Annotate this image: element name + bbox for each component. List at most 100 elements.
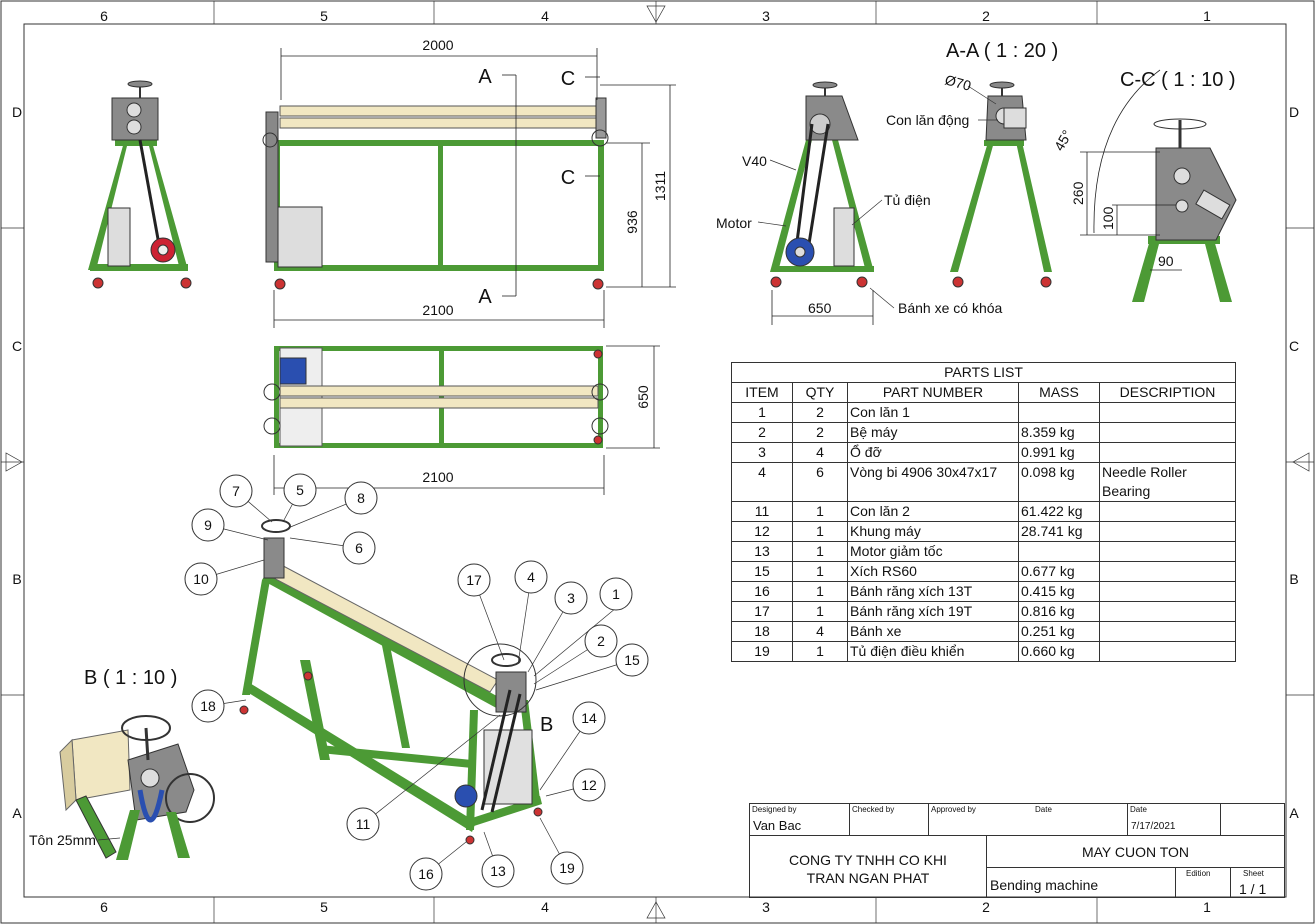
cell-qty: 1 — [792, 581, 848, 602]
balloon-7: 7 — [219, 474, 253, 508]
header-item: ITEM — [731, 382, 793, 403]
dim-650-top: 650 — [635, 385, 651, 409]
dim-2000: 2000 — [422, 37, 453, 53]
detail-b-title: B ( 1 : 10 ) — [84, 667, 177, 689]
cell-description — [1099, 442, 1236, 463]
front-view — [262, 48, 676, 328]
zone-col-6: 6 — [100, 8, 108, 24]
cell-mass — [1018, 541, 1100, 562]
svg-text:4: 4 — [527, 569, 535, 585]
balloon-18: 18 — [191, 689, 225, 723]
svg-text:11: 11 — [356, 816, 371, 832]
cell-part-number: Bệ máy — [847, 422, 1019, 443]
company-line-2: TRAN NGAN PHAT — [806, 870, 930, 886]
company-line-1: CONG TY TNHH CO KHI — [789, 852, 947, 868]
cell-part-number: Khung máy — [847, 521, 1019, 542]
drawing-frame — [23, 23, 1287, 898]
company-cell: CONG TY TNHH CO KHI TRAN NGAN PHAT — [749, 835, 987, 898]
zone-col-4: 4 — [541, 8, 549, 24]
cell-description — [1099, 422, 1236, 443]
cell-qty: 1 — [792, 501, 848, 522]
header-qty: QTY — [792, 382, 848, 403]
cell-mass: 0.991 kg — [1018, 442, 1100, 463]
drawing-title: MAY CUON TON — [1081, 844, 1190, 860]
zone-row-c: C — [12, 338, 22, 354]
label-motor: Motor — [716, 215, 752, 231]
zone-col-5: 5 — [320, 8, 328, 24]
cell-mass: 0.816 kg — [1018, 601, 1100, 622]
cell-item: 4 — [731, 462, 793, 502]
right-side-view — [757, 81, 895, 325]
balloon-9: 9 — [191, 508, 225, 542]
cell-item: 19 — [731, 641, 793, 662]
cell-description: Needle Roller Bearing — [1099, 462, 1236, 502]
date-cell: Date 7/17/2021 — [1127, 803, 1221, 836]
balloon-4: 4 — [514, 560, 548, 594]
cell-item: 2 — [731, 422, 793, 443]
section-marker-c-bottom: C — [561, 167, 575, 189]
balloon-12: 12 — [572, 768, 606, 802]
cell-part-number: Xích RS60 — [847, 561, 1019, 582]
cell-description — [1099, 601, 1236, 622]
approved-by-cell: Approved by Date — [928, 803, 1128, 836]
dim-260: 260 — [1070, 181, 1086, 205]
zone-row-a: A — [12, 805, 22, 821]
checked-by-cell: Checked by — [849, 803, 929, 836]
edition-label: Edition — [1186, 869, 1211, 878]
zone-col-6-bottom: 6 — [100, 899, 108, 915]
label-con-lan-dong: Con lăn động — [886, 112, 969, 128]
cell-qty: 1 — [792, 641, 848, 662]
svg-text:1: 1 — [612, 586, 620, 602]
balloon-3: 3 — [554, 581, 588, 615]
blank-cell — [1220, 803, 1285, 836]
dim-diameter-70: Ø70 — [943, 71, 973, 93]
cell-qty: 1 — [792, 521, 848, 542]
parts-list-header: ITEM QTY PART NUMBER MASS DESCRIPTION — [731, 382, 1236, 403]
top-view — [263, 345, 660, 495]
cell-part-number: Tủ điện điều khiển — [847, 641, 1019, 662]
subtitle-cell: Bending machine — [986, 867, 1176, 898]
cell-item: 11 — [731, 501, 793, 522]
cell-mass: 61.422 kg — [1018, 501, 1100, 522]
drawing-subtitle: Bending machine — [990, 877, 1099, 893]
svg-text:9: 9 — [204, 517, 212, 533]
zone-row-b: B — [12, 571, 21, 587]
header-part-number: PART NUMBER — [847, 382, 1019, 403]
balloon-17: 17 — [457, 563, 491, 597]
cell-item: 3 — [731, 442, 793, 463]
cell-part-number: Bánh răng xích 19T — [847, 601, 1019, 622]
balloon-19: 19 — [550, 851, 584, 885]
drawing-title-cell: MAY CUON TON — [986, 835, 1285, 868]
cell-qty: 1 — [792, 561, 848, 582]
section-c-c-view — [1080, 69, 1237, 302]
approved-by-label: Approved by — [931, 805, 976, 814]
svg-text:5: 5 — [296, 482, 304, 498]
sheet-cell: Sheet 1 / 1 — [1230, 867, 1285, 898]
zone-col-1-bottom: 1 — [1203, 899, 1211, 915]
designed-by-label: Designed by — [752, 805, 797, 814]
cell-item: 12 — [731, 521, 793, 542]
balloon-1: 1 — [599, 577, 633, 611]
cell-description — [1099, 541, 1236, 562]
cell-description — [1099, 521, 1236, 542]
balloon-8: 8 — [344, 481, 378, 515]
balloon-6: 6 — [342, 531, 376, 565]
balloon-16: 16 — [409, 857, 443, 891]
header-description: DESCRIPTION — [1099, 382, 1236, 403]
balloon-5: 5 — [283, 473, 317, 507]
section-marker-a-top: A — [478, 66, 492, 88]
balloon-group: 1 2 3 4 5 6 7 8 9 10 11 12 13 14 15 16 1… — [184, 473, 649, 891]
cell-part-number: Con lăn 1 — [847, 402, 1019, 423]
cell-mass — [1018, 402, 1100, 423]
zone-col-3: 3 — [762, 8, 770, 24]
cell-description — [1099, 501, 1236, 522]
